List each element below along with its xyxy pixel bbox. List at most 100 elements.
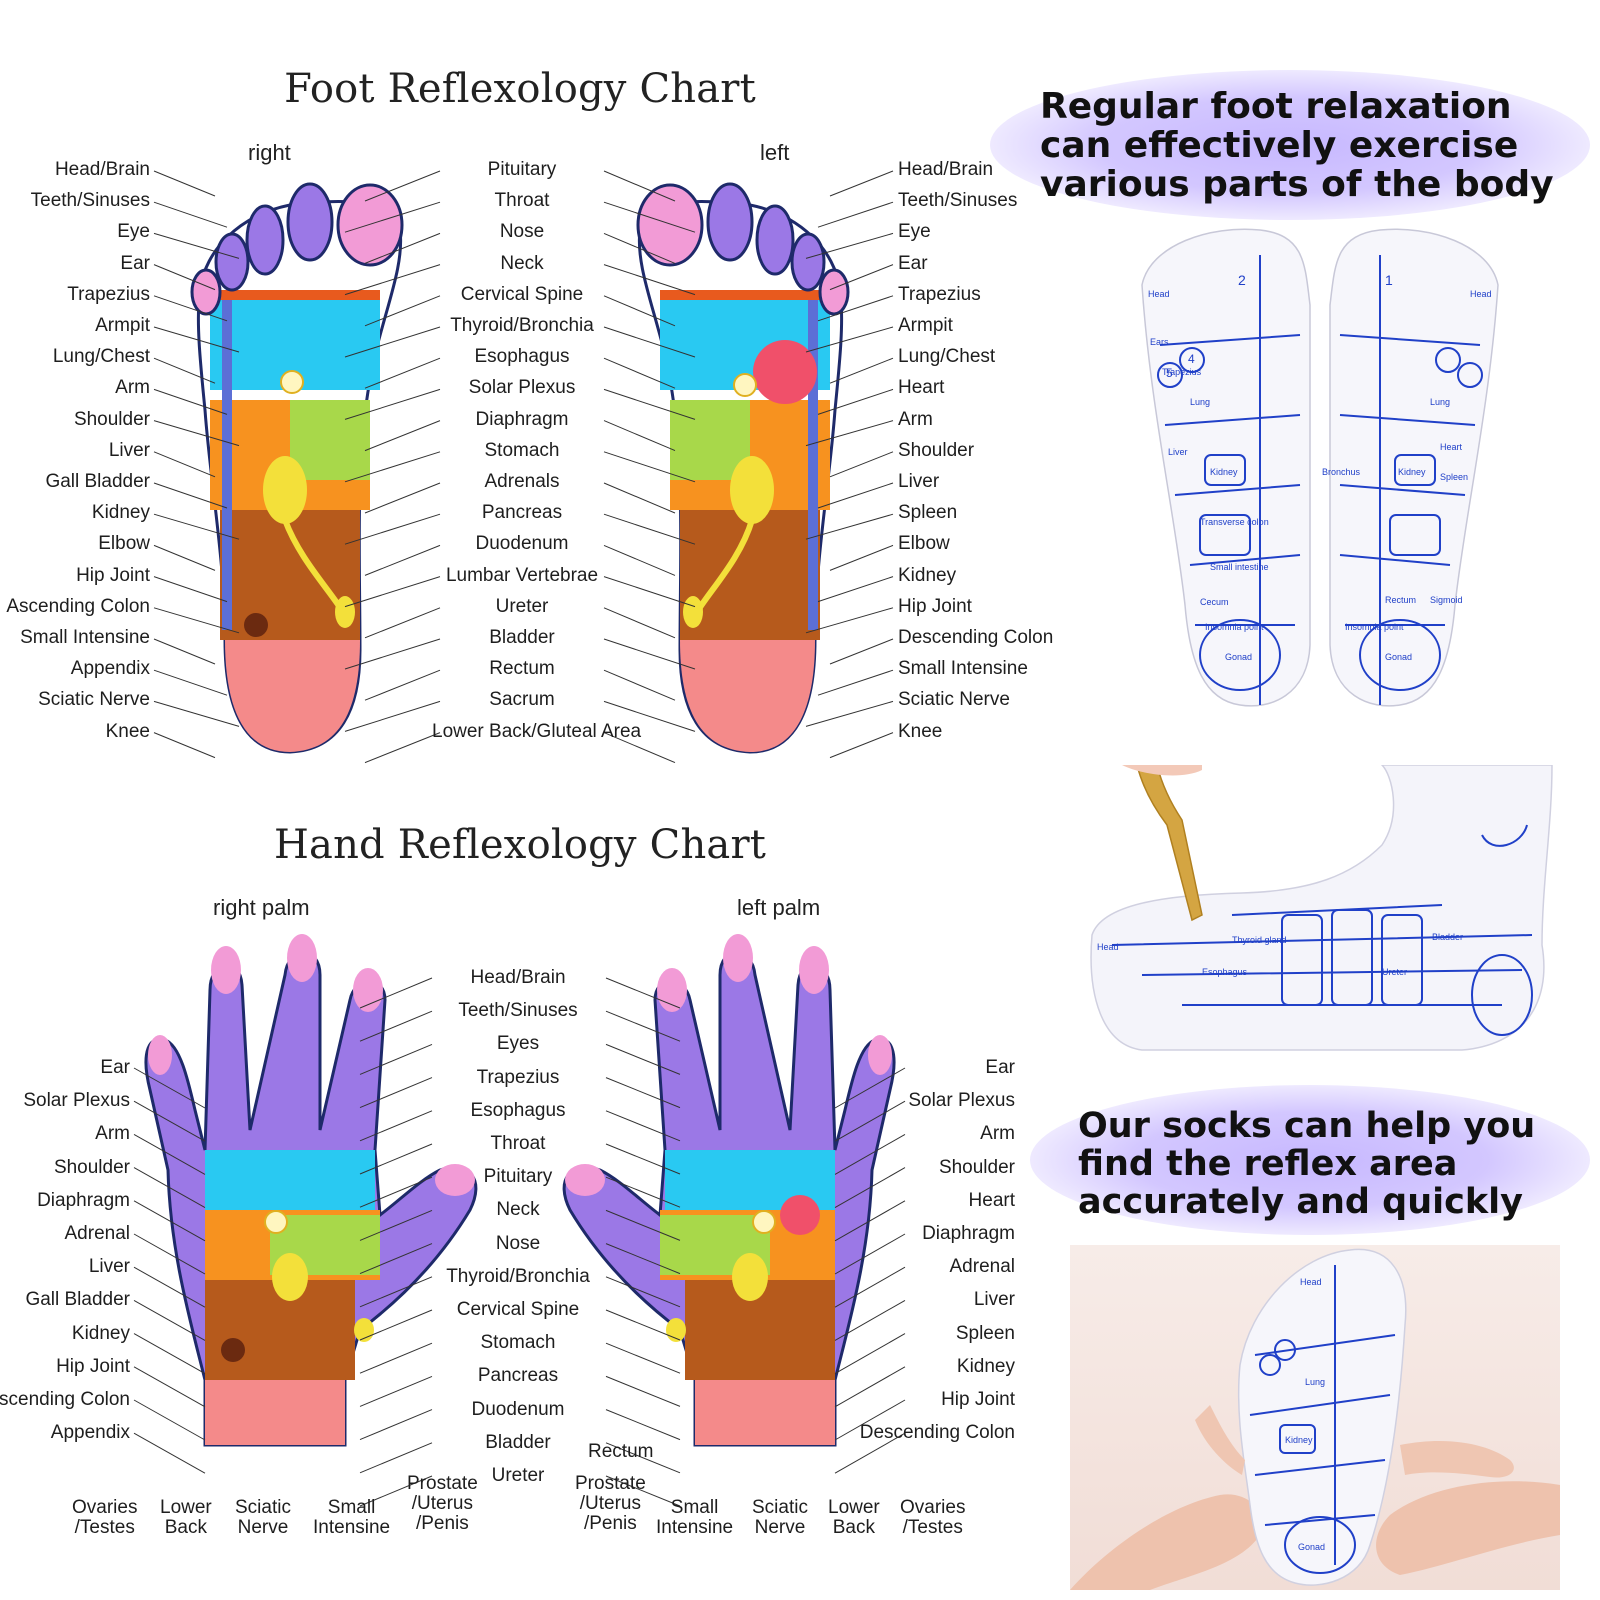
hand-left-label: Gall Bladder <box>25 1289 130 1311</box>
foot-left-label: Teeth/Sinuses <box>30 190 150 212</box>
hand-center-leader-line <box>605 1409 681 1441</box>
foot-center-leader-line <box>344 201 441 233</box>
hand-left-label: Ear <box>100 1057 130 1078</box>
hand-center-label: Throat <box>490 1133 546 1154</box>
hand-center-leader-line <box>359 1176 433 1208</box>
foot-center-label: Duodenum <box>475 533 569 555</box>
foot-center-leader-line <box>603 669 676 701</box>
hand-right-leader-line <box>834 1100 906 1142</box>
foot-left-label: Head/Brain <box>54 159 150 180</box>
foot-center-leader-line <box>603 388 696 420</box>
foot-center-label: Stomach <box>484 439 560 461</box>
foot-left-label: Hip Joint <box>76 564 150 586</box>
foot-left-label: Knee <box>105 720 150 742</box>
hand-right-leader-line <box>834 1333 906 1375</box>
hand-right-label: Liver <box>973 1289 1015 1311</box>
caption-bottom-glow <box>1030 1085 1590 1235</box>
foot-right-leader-line <box>817 669 894 696</box>
hand-center-leader-line <box>359 1442 433 1474</box>
foot-right-leader-line <box>817 482 894 509</box>
sock-lung-label-1: Lung <box>1190 397 1210 407</box>
foot-center-leader-line <box>364 482 441 514</box>
hand-left-palm-label: left palm <box>737 895 821 920</box>
foot-center-leader-line <box>603 638 696 670</box>
sock-kidney-label-1: Kidney <box>1210 467 1238 477</box>
foot-left-leader-line <box>153 201 228 228</box>
hand-center-leader-line <box>605 1342 681 1374</box>
left-palm-drawing <box>562 934 896 1447</box>
hand-right-label: Ear <box>985 1057 1015 1078</box>
foot-center-leader-line <box>364 607 441 639</box>
hand-center-leader-line <box>359 1209 433 1241</box>
foot-right-leader-line <box>817 388 894 415</box>
hand-right-leader-line <box>834 1067 906 1109</box>
sock-ureter-label: Ureter <box>1382 967 1407 977</box>
foot-center-label: Rectum <box>489 658 555 680</box>
sock-bladder-label: Bladder <box>1432 932 1463 942</box>
hand-left-label: Arm <box>95 1123 130 1145</box>
foot-center-leader-line <box>344 451 441 483</box>
foot-left-leader-line <box>153 357 216 384</box>
foot-left-leader-line <box>153 326 240 353</box>
sock-side-photo: Thyroid gland Esophagus Bladder Ureter H… <box>1082 765 1562 1065</box>
hand-left-label: Kidney <box>71 1322 130 1344</box>
hand-right-label: Diaphragm <box>922 1223 1015 1244</box>
hand-bl-ovaries: Ovaries/Testes <box>72 1497 138 1538</box>
foot-left-leader-line <box>153 669 228 696</box>
hand-center-label: Thyroid/Bronchia <box>446 1265 590 1287</box>
foot-center-leader-line <box>603 232 676 264</box>
foot-left-leader-line <box>153 482 228 509</box>
hand-center-leader-line <box>605 1110 681 1142</box>
foot-right-label: Heart <box>898 377 945 399</box>
foot-right-label: Spleen <box>898 502 958 524</box>
foot-center-leader-line <box>344 388 441 420</box>
sock-bronchus-label: Bronchus <box>1322 467 1361 477</box>
hand-center-label: Head/Brain <box>470 967 566 988</box>
hand-right-label: Adrenal <box>949 1256 1016 1278</box>
foot-right-label: Ear <box>898 252 928 274</box>
hand-left-leader-line <box>133 1167 206 1209</box>
hand-left-leader-line <box>133 1366 206 1408</box>
foot-left-leader-line <box>153 232 240 259</box>
hand-left-leader-line <box>133 1399 206 1441</box>
sock-num-5: 5 <box>1166 366 1173 380</box>
hand-bl-prostate: Prostate/Uterus/Penis <box>407 1473 478 1534</box>
foot-left-label: Shoulder <box>73 408 150 430</box>
sock-hands-lung-label: Lung <box>1305 1377 1325 1387</box>
foot-center-label: Throat <box>494 190 550 212</box>
hand-center-leader-line <box>605 977 681 1009</box>
foot-left-leader-line <box>153 700 240 727</box>
foot-center-label: Pituitary <box>487 159 557 180</box>
foot-center-leader-line <box>344 513 441 545</box>
foot-center-leader-line <box>603 264 696 296</box>
hand-center-leader-line <box>359 1010 433 1042</box>
foot-center-leader-line <box>364 420 441 452</box>
hand-center-leader-line <box>359 1077 433 1109</box>
foot-center-label: Adrenals <box>484 471 560 492</box>
hand-center-leader-line <box>605 1209 681 1241</box>
hand-br-rectum: Rectum <box>588 1441 654 1462</box>
sock-trapezius-label: Trapezius <box>1162 367 1202 377</box>
foot-right-leader-line <box>817 295 894 322</box>
foot-right-leader-line <box>805 607 894 634</box>
sock-hands-photo: Head Gonad Lung Kidney <box>1070 1245 1560 1590</box>
foot-left-label: Kidney <box>91 502 150 524</box>
hand-left-leader-line <box>133 1100 206 1142</box>
hand-left-leader-line <box>133 1299 206 1341</box>
hand-left-leader-line <box>133 1067 206 1109</box>
hand-left-label: Solar Plexus <box>23 1090 130 1112</box>
hand-right-label: Arm <box>980 1123 1015 1145</box>
hand-center-leader-line <box>605 1276 681 1308</box>
hand-br-prostate: Prostate/Uterus/Penis <box>575 1473 646 1534</box>
foot-right-leader-line <box>829 264 894 291</box>
foot-right-leader-line <box>829 544 894 571</box>
hand-left-leader-line <box>133 1432 206 1474</box>
foot-center-leader-line <box>603 295 676 327</box>
hand-center-label: Teeth/Sinuses <box>458 1000 578 1022</box>
foot-right-leader-line <box>805 232 894 259</box>
right-foot-drawing <box>190 182 404 754</box>
foot-right-label: Elbow <box>898 533 950 555</box>
foot-center-leader-line <box>344 638 441 670</box>
